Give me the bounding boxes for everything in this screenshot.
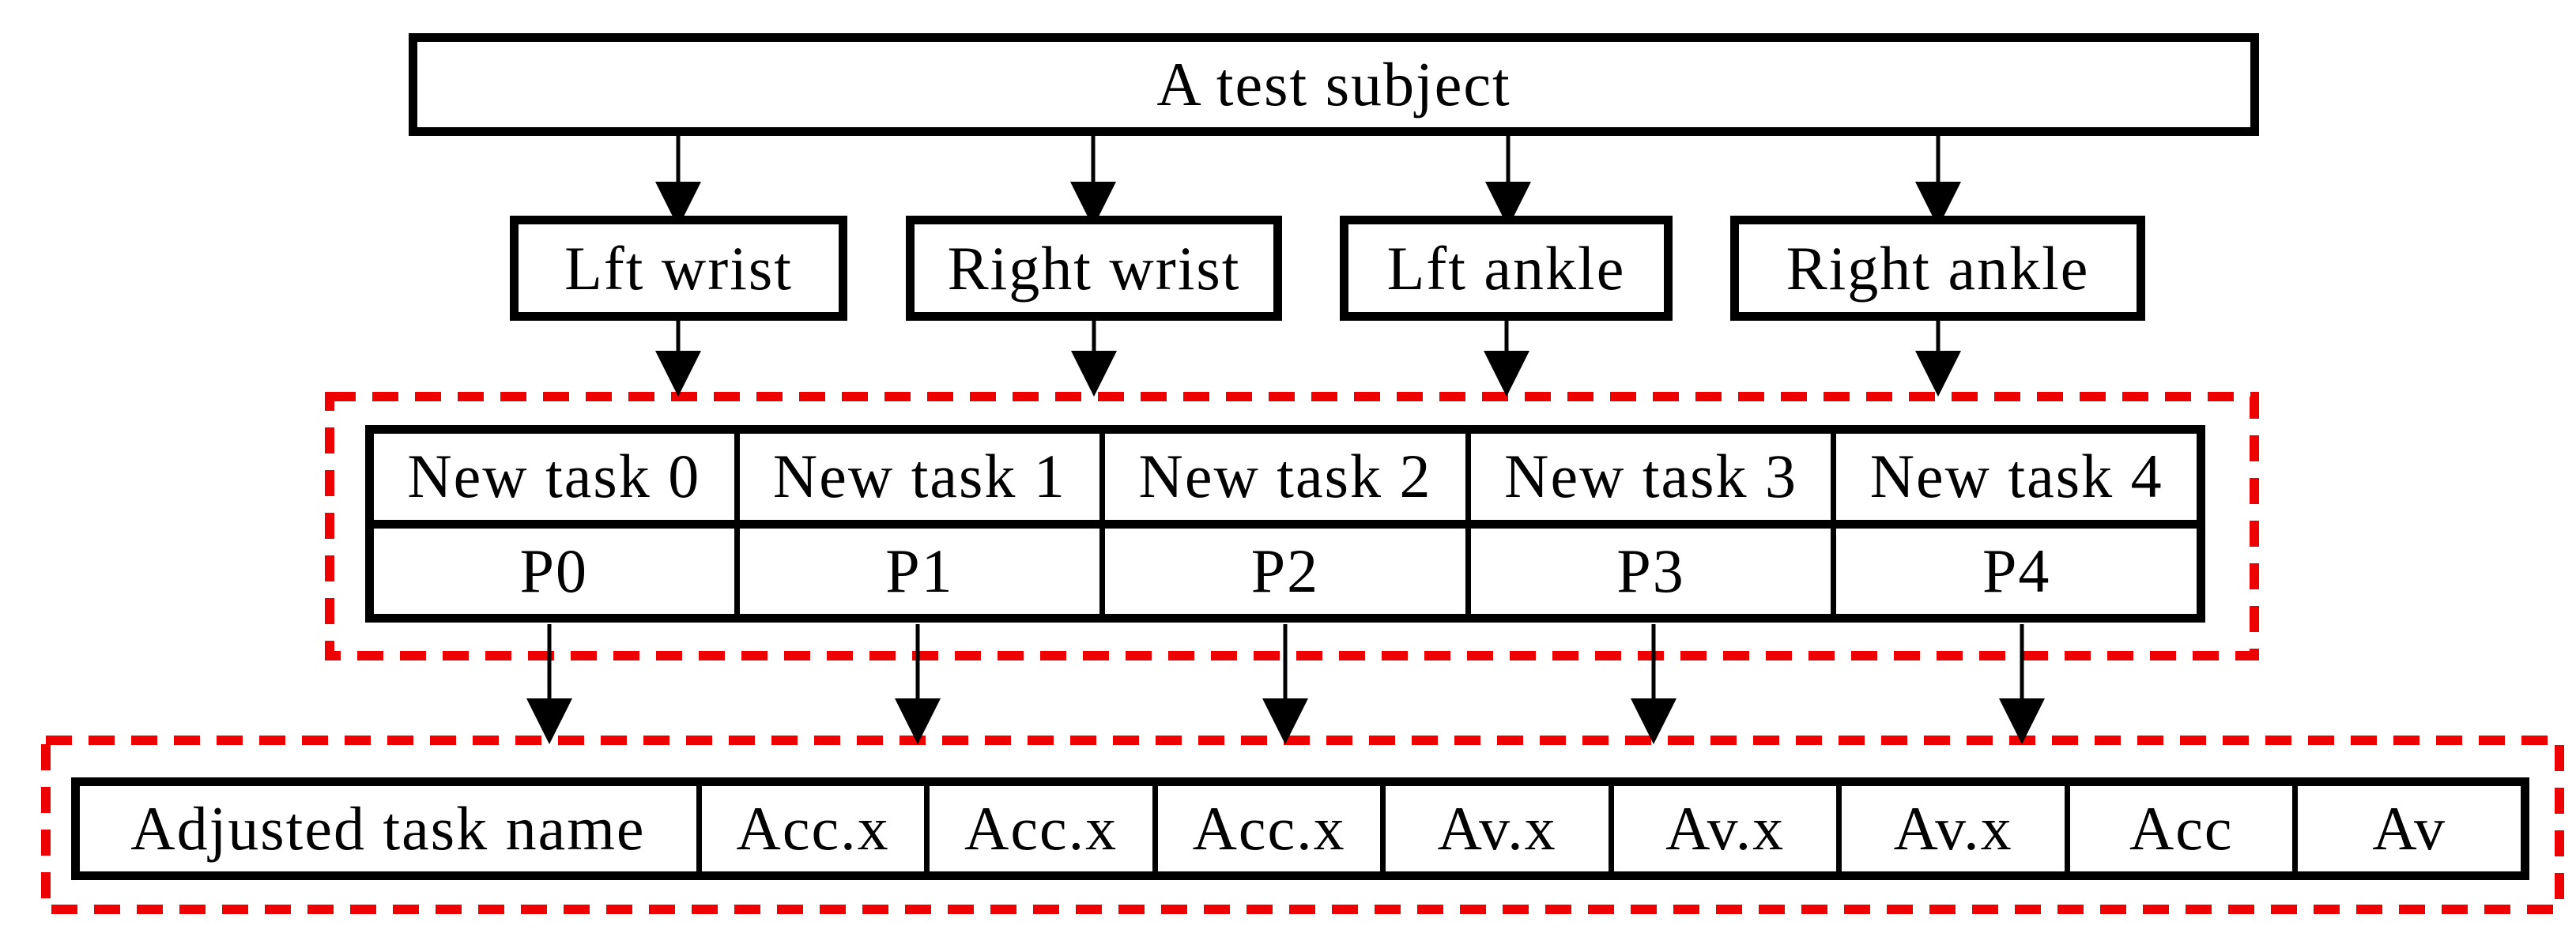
root-box: A test subject <box>409 33 2259 136</box>
arrow-p0-to-features <box>526 624 572 744</box>
new-task-cell: New task 2 <box>1099 434 1465 520</box>
sensor-box-lft-wrist: Lft wrist <box>510 216 847 321</box>
sensor-box-lft-ankle: Lft ankle <box>1340 216 1673 321</box>
arrow-stem <box>915 624 920 703</box>
arrowhead-down-icon <box>655 351 701 397</box>
pipeline-row: P0 P1 P2 P3 P4 <box>374 519 2197 614</box>
sensor-box-right-ankle: Right ankle <box>1730 216 2145 321</box>
red-dashed-region-tasks <box>325 392 2259 660</box>
arrow-p4-to-features <box>1999 624 2045 744</box>
arrow-stem <box>1283 624 1288 703</box>
arrow-root-to-lft-ankle <box>1485 134 1531 228</box>
arrow-lft-wrist-to-tasks <box>655 321 701 397</box>
pipeline-cell: P0 <box>519 536 588 605</box>
arrowhead-down-icon <box>1071 351 1117 397</box>
feature-cell-adjusted-task-name: Adjusted task name <box>130 794 646 863</box>
arrow-stem <box>676 134 681 186</box>
arrow-root-to-right-wrist <box>1070 134 1116 228</box>
feature-cell-av-x: Av.x <box>1380 786 1609 871</box>
arrow-p2-to-features <box>1262 624 1308 744</box>
arrow-stem <box>1092 321 1096 356</box>
arrow-stem <box>676 321 681 356</box>
arrowhead-down-icon <box>895 698 941 744</box>
arrowhead-down-icon <box>1631 698 1676 744</box>
red-dashed-rect-tasks <box>325 392 2259 660</box>
arrowhead-down-icon <box>1484 351 1529 397</box>
new-task-cell: New task 1 <box>734 434 1100 520</box>
arrow-p1-to-features <box>895 624 941 744</box>
feature-cell-acc-x: Acc.x <box>696 786 925 871</box>
task-pipeline-table: New task 0 New task 1 New task 2 New tas… <box>365 425 2205 623</box>
arrow-stem <box>547 624 552 703</box>
arrow-lft-ankle-to-tasks <box>1484 321 1529 397</box>
arrow-stem <box>2020 624 2024 703</box>
arrow-root-to-right-ankle <box>1915 134 1961 228</box>
arrowhead-down-icon <box>1999 698 2045 744</box>
arrow-p3-to-features <box>1631 624 1676 744</box>
feature-record-table: Adjusted task name Acc.x Acc.x Acc.x Av.… <box>71 777 2529 880</box>
arrow-stem <box>1091 134 1096 186</box>
pipeline-cell: P1 <box>734 528 1100 614</box>
arrow-stem <box>1936 321 1940 356</box>
feature-cell-av: Av <box>2292 786 2521 871</box>
arrow-stem <box>1504 321 1509 356</box>
new-task-row: New task 0 New task 1 New task 2 New tas… <box>374 434 2197 520</box>
pipeline-cell: P4 <box>1831 528 2197 614</box>
new-task-cell: New task 0 <box>407 442 701 511</box>
arrow-root-to-lft-wrist <box>655 134 701 228</box>
feature-cell-av-x: Av.x <box>1836 786 2065 871</box>
arrow-stem <box>1506 134 1511 186</box>
arrow-right-ankle-to-tasks <box>1915 321 1961 397</box>
feature-cell-acc-x: Acc.x <box>924 786 1152 871</box>
arrow-stem <box>1936 134 1940 186</box>
arrowhead-down-icon <box>1262 698 1308 744</box>
pipeline-cell: P2 <box>1099 528 1465 614</box>
arrow-right-wrist-to-tasks <box>1071 321 1117 397</box>
arrow-stem <box>1651 624 1656 703</box>
new-task-cell: New task 3 <box>1465 434 1831 520</box>
feature-cell-acc: Acc <box>2064 786 2293 871</box>
sensor-box-right-wrist: Right wrist <box>906 216 1282 321</box>
arrowhead-down-icon <box>526 698 572 744</box>
pipeline-cell: P3 <box>1465 528 1831 614</box>
feature-cell-av-x: Av.x <box>1608 786 1837 871</box>
new-task-cell: New task 4 <box>1831 434 2197 520</box>
arrowhead-down-icon <box>1915 351 1961 397</box>
feature-cell-acc-x: Acc.x <box>1152 786 1381 871</box>
